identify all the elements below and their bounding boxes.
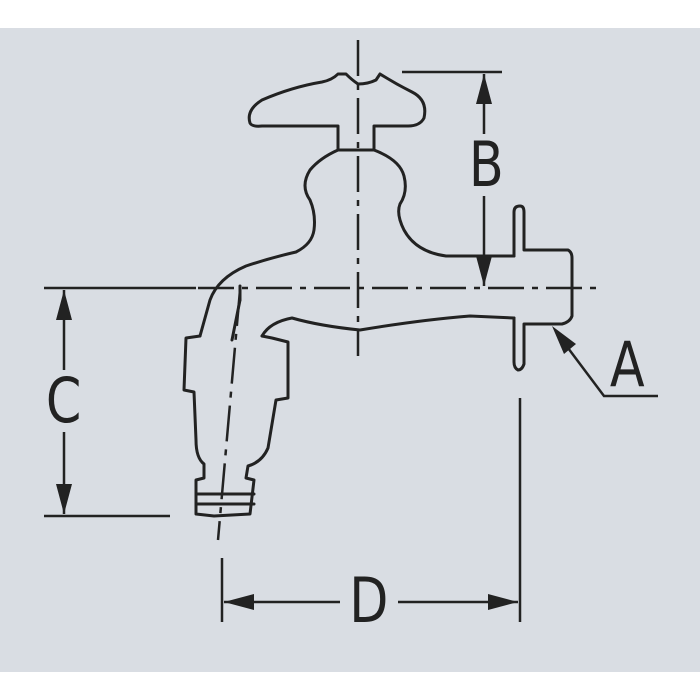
- handle-outline: [247, 72, 427, 152]
- valve-body-outline: [198, 148, 340, 338]
- spout-bottom: [260, 314, 516, 338]
- dimension-label-d: D: [349, 564, 389, 637]
- outlet-nozzle: [182, 334, 290, 518]
- dim-a-leader: [555, 331, 658, 398]
- dimension-label-c: C: [45, 364, 82, 437]
- dimension-label-b: B: [468, 128, 504, 201]
- gap-d: [340, 570, 398, 632]
- drawing-panel: [0, 28, 700, 672]
- arrow-d-right: [488, 594, 518, 610]
- nozzle-ridges: [194, 492, 256, 506]
- arrow-c-top: [56, 290, 72, 320]
- dimension-label-a: A: [609, 328, 645, 401]
- arrow-a: [552, 326, 576, 354]
- arrow-d-left: [224, 594, 254, 610]
- arrow-c-bottom: [56, 484, 72, 514]
- gap-b: [460, 134, 510, 196]
- gap-c: [40, 370, 90, 432]
- nozzle-centerline: [216, 289, 242, 541]
- arrow-b-top: [476, 74, 492, 104]
- valve-body-right: [372, 148, 516, 258]
- arrow-b-bottom: [476, 256, 492, 286]
